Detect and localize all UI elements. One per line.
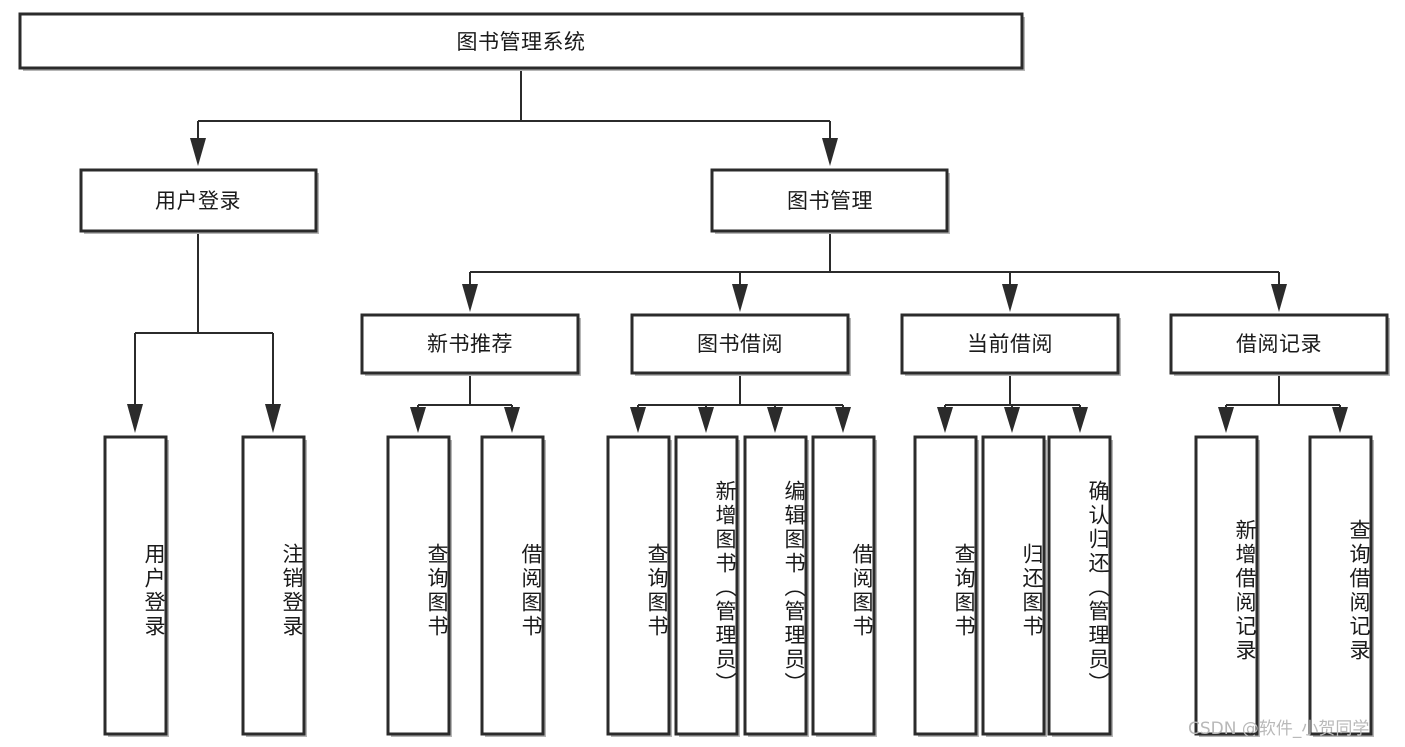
arrow-head-borrow-record bbox=[1271, 284, 1287, 312]
leaf-edit-book-box[interactable] bbox=[743, 435, 808, 736]
user-login-node-box[interactable] bbox=[79, 168, 318, 233]
node-layer: 图书管理系统 用户登录 图书管理 新书推荐 图书借阅 当前借阅 借阅记录 bbox=[18, 12, 1390, 737]
leaf-borrow-book-2-box[interactable] bbox=[811, 435, 876, 736]
connector-layer bbox=[127, 69, 1348, 433]
arrow-head-leaf-return-book bbox=[1004, 407, 1020, 433]
leaf-query-book-1-box[interactable] bbox=[386, 435, 451, 736]
arrow-head-leaf-query-book-3 bbox=[937, 407, 953, 433]
arrow-head-leaf-add-book bbox=[698, 407, 714, 433]
arrow-head-leaf-logout-login bbox=[265, 404, 281, 433]
book-borrow-node-box[interactable] bbox=[630, 313, 850, 375]
root-node-label: 图书管理系统 bbox=[457, 30, 586, 54]
borrow-record-node-label: 借阅记录 bbox=[1236, 332, 1322, 356]
arrow-head-leaf-query-book-1 bbox=[410, 407, 426, 433]
leaf-query-book-3-box[interactable] bbox=[913, 435, 978, 736]
leaf-add-book-box[interactable] bbox=[674, 435, 739, 736]
user-login-node-label: 用户登录 bbox=[155, 189, 241, 213]
new-book-recommend-node-label: 新书推荐 bbox=[427, 332, 513, 356]
arrow-head-leaf-query-record bbox=[1332, 407, 1348, 433]
leaf-logout-login-box[interactable] bbox=[241, 435, 306, 736]
arrow-head-leaf-confirm-return bbox=[1072, 407, 1088, 433]
book-manage-node-box[interactable] bbox=[710, 168, 949, 233]
arrow-head-leaf-borrow-book-1 bbox=[504, 407, 520, 433]
current-borrow-node-label: 当前借阅 bbox=[967, 332, 1053, 356]
arrow-head-leaf-borrow-book-2 bbox=[835, 407, 851, 433]
leaf-query-record-box[interactable] bbox=[1308, 435, 1373, 736]
arrow-head-leaf-add-record bbox=[1218, 407, 1234, 433]
arrow-head-leaf-query-book-2 bbox=[630, 407, 646, 433]
arrow-head-current-borrow bbox=[1002, 284, 1018, 312]
leaf-borrow-book-1-box[interactable] bbox=[480, 435, 545, 736]
arrow-head-leaf-edit-book bbox=[767, 407, 783, 433]
book-borrow-node-label: 图书借阅 bbox=[697, 332, 783, 356]
borrow-record-node-box[interactable] bbox=[1169, 313, 1389, 375]
current-borrow-node-box[interactable] bbox=[900, 313, 1120, 375]
leaf-query-book-2-box[interactable] bbox=[606, 435, 671, 736]
csdn-watermark: CSDN @软件_小贺同学 bbox=[1188, 719, 1370, 739]
arrow-head-leaf-user-login bbox=[127, 404, 143, 433]
arrow-head-new-book-recommend bbox=[462, 284, 478, 312]
arrow-head-book-borrow bbox=[732, 284, 748, 312]
root-node-box[interactable] bbox=[18, 12, 1024, 70]
leaf-return-book-box[interactable] bbox=[981, 435, 1046, 736]
arrow-head-book-manage bbox=[822, 138, 838, 166]
leaf-user-login-box[interactable] bbox=[103, 435, 168, 736]
new-book-recommend-node-box[interactable] bbox=[360, 313, 580, 375]
leaf-add-record-box[interactable] bbox=[1194, 435, 1259, 736]
leaf-confirm-return-box[interactable] bbox=[1047, 435, 1112, 736]
book-manage-node-label: 图书管理 bbox=[787, 189, 873, 213]
arrow-head-user-login bbox=[190, 138, 206, 166]
